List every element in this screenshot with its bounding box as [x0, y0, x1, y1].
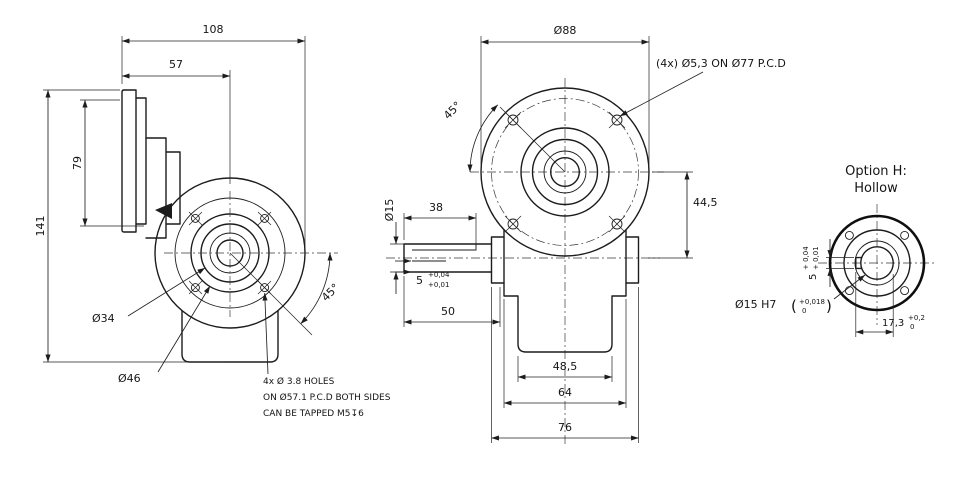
- flange-back-plate: [135, 97, 147, 225]
- dim-64: 64: [503, 299, 627, 408]
- tapped-hole: [190, 213, 200, 223]
- body-foot-outline: [181, 310, 279, 363]
- boss-circle: [531, 138, 599, 206]
- dia-88-label: Ø88: [554, 24, 577, 37]
- hub-steps: [145, 137, 181, 239]
- leader-dia-34: Ø34: [92, 267, 206, 325]
- flange-hole: [507, 114, 519, 126]
- hollow-view: Option H: Hollow 5 + 0,04 + 0,01 17,3 +0…: [735, 164, 936, 337]
- front-view: 45° Ø88 (4x) Ø5,3 ON Ø77 P.C.D Ø15 38 5: [383, 24, 786, 446]
- dim-108-label: 108: [203, 23, 224, 36]
- bearing-hubs: [490, 236, 640, 284]
- holes-note: 4x Ø 3.8 HOLES ON Ø57.1 P.C.D BOTH SIDES…: [262, 292, 391, 419]
- bore-spec-tol-upper: +0,018: [799, 298, 825, 306]
- output-bore-circle: [550, 156, 581, 187]
- center-mark: [164, 191, 338, 317]
- tapped-hole: [260, 283, 270, 293]
- tapped-hole: [260, 213, 270, 223]
- leader-dia-46: Ø46: [118, 285, 211, 385]
- dim-141: 141: [34, 89, 226, 363]
- flange-hole: [507, 218, 519, 230]
- dim-44-5: 44,5: [648, 171, 718, 259]
- dia-46-label: Ø46: [118, 372, 141, 385]
- dim-17-3-tol-upper: +0,2: [908, 314, 925, 322]
- hub-boss-circle: [843, 229, 911, 297]
- dim-dia-88: Ø88: [480, 24, 650, 164]
- dim-45deg-left: 45°: [300, 252, 342, 325]
- dim-141-label: 141: [34, 216, 47, 237]
- hollow-bore-circle: [860, 246, 894, 280]
- bore-spec-tol-lower: 0: [802, 307, 806, 315]
- angle-45-label: 45°: [441, 99, 464, 122]
- bearing-circle: [854, 240, 900, 286]
- dim-38-label: 38: [429, 201, 443, 214]
- holes-note-line1: 4x Ø 3.8 HOLES: [263, 376, 335, 387]
- flange-hole: [611, 218, 623, 230]
- dim-76: 76: [491, 287, 639, 443]
- flange-hole: [611, 114, 623, 126]
- motor-flange-outline: [121, 89, 137, 233]
- dim-17-3-tol-lower: 0: [910, 323, 914, 331]
- face-hole: [900, 230, 910, 240]
- dim-dia-15: Ø15: [383, 199, 404, 294]
- pcd-circle: [491, 98, 639, 246]
- dim-44-5-label: 44,5: [693, 196, 718, 209]
- input-shaft: [403, 243, 493, 273]
- left-view: 45° 108 57 141 79 Ø34 Ø46: [34, 23, 391, 419]
- bore-keyway-notch: [855, 256, 863, 270]
- dim-79: 79: [71, 99, 144, 227]
- angle-45-label: 45°: [319, 281, 342, 304]
- dim-50: 50: [403, 276, 501, 327]
- bore-spec-paren-open: (: [791, 297, 797, 315]
- hub-circle: [520, 127, 610, 217]
- dim-64-label: 64: [558, 386, 572, 399]
- dim-17-3-label: 17,3: [882, 318, 904, 329]
- body-outline: [503, 229, 627, 353]
- face-hole: [900, 286, 910, 296]
- dim-48-5: 48,5: [517, 356, 613, 382]
- hollow-key-5-label: 5: [808, 274, 819, 280]
- face-hole: [844, 286, 854, 296]
- wedge-detail: [155, 203, 172, 219]
- dim-57: 57: [121, 58, 231, 184]
- holes-note-line3: CAN BE TAPPED M5↧6: [263, 409, 364, 419]
- key-5-label: 5: [416, 274, 423, 287]
- dim-108: 108: [121, 23, 306, 246]
- dim-50-label: 50: [441, 305, 455, 318]
- dia-15-label: Ø15: [383, 199, 396, 222]
- dim-hollow-key-5: 5 + 0,04 + 0,01: [802, 239, 854, 287]
- dim-79-label: 79: [71, 156, 84, 170]
- face-hole: [844, 230, 854, 240]
- dim-48-5-label: 48,5: [553, 360, 578, 373]
- key-5-tol-upper: +0,04: [428, 271, 450, 279]
- dim-76-label: 76: [558, 421, 572, 434]
- dim-key-5: 5 +0,04 +0,01: [395, 258, 450, 289]
- bore-spec-paren-close: ): [826, 297, 832, 315]
- angle-reference-line: [499, 106, 566, 173]
- dim-57-label: 57: [169, 58, 183, 71]
- bore-spec-label: Ø15 H7: [735, 298, 776, 311]
- hollow-title-line1: Option H:: [845, 164, 907, 179]
- holes-note-line2: ON Ø57.1 P.C.D BOTH SIDES: [263, 392, 391, 403]
- dim-17-3: 17,3 +0,2 0: [855, 272, 925, 337]
- flange-holes-note: (4x) Ø5,3 ON Ø77 P.C.D: [619, 57, 786, 117]
- hollow-key-tol-upper: + 0,04: [802, 246, 810, 270]
- centerlines: [818, 204, 936, 325]
- key-5-tol-lower: +0,01: [428, 281, 449, 289]
- dim-38: 38: [403, 201, 477, 247]
- bearing-circle: [543, 150, 587, 194]
- tapped-hole: [190, 283, 200, 293]
- angle-reference-line: [229, 252, 313, 336]
- centerlines: [386, 78, 664, 446]
- shaft-keyway: [412, 244, 477, 262]
- flange-holes-label: (4x) Ø5,3 ON Ø77 P.C.D: [656, 57, 786, 70]
- bore-spec: Ø15 H7 ( +0,018 0 ): [735, 274, 866, 315]
- hollow-key-tol-lower: + 0,01: [812, 246, 820, 270]
- dia-34-label: Ø34: [92, 312, 115, 325]
- hub-outer-circle: [828, 214, 926, 312]
- hollow-title-line2: Hollow: [854, 181, 898, 196]
